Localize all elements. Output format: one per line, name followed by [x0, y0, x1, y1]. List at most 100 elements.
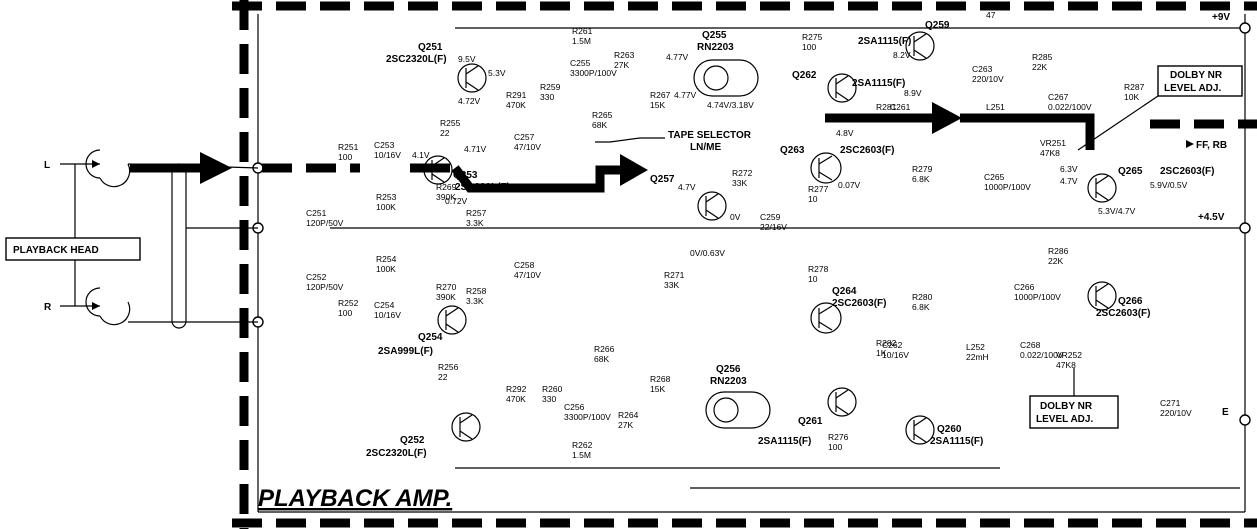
r261-ref: R261 — [572, 26, 593, 36]
q264-transistor — [810, 302, 842, 334]
q263-transistor — [810, 152, 842, 184]
q252-transistor — [451, 412, 481, 442]
c257-value: 47/10V — [514, 142, 541, 152]
c259-value: 22/16V — [760, 222, 787, 232]
c255-value: 3300P/100V — [570, 68, 617, 78]
q253-transistor — [423, 155, 453, 185]
r279-value: 6.8K — [912, 174, 930, 184]
r279-ref: R279 — [912, 164, 933, 174]
q265-part: 2SC2603(F) — [1160, 166, 1214, 177]
l252-value: 22mH — [966, 352, 989, 362]
r259-ref: R259 — [540, 82, 561, 92]
v-q259: 8.2V — [893, 50, 911, 60]
q254-transistor — [437, 305, 467, 335]
q260-part: 2SA1115(F) — [930, 436, 983, 447]
output-arrow — [1186, 140, 1194, 148]
r263-value: 27K — [614, 60, 629, 70]
q256-ref: Q256 — [716, 364, 741, 375]
v-q257-b: 0V — [730, 212, 741, 222]
v-q257-c: 0V/0.63V — [690, 248, 725, 258]
v-q255-c: 4.74V/3.18V — [707, 100, 754, 110]
playback-head-box — [5, 237, 141, 261]
r262-value: 1.5M — [572, 450, 591, 460]
l252-ref: L252 — [966, 342, 985, 352]
output-label: FF, RB — [1196, 140, 1227, 151]
r257-value: 3.3K — [466, 218, 484, 228]
r286-value: 22K — [1048, 256, 1063, 266]
head-r-symbol — [85, 287, 131, 326]
c271-ref: C271 — [1160, 398, 1181, 408]
r268-ref: R268 — [650, 374, 671, 384]
q252-ref: Q252 — [400, 435, 425, 446]
r256-ref: R256 — [438, 362, 459, 372]
r291-ref: R291 — [506, 90, 527, 100]
l251-ref: L251 — [986, 102, 1005, 112]
q255-transistor — [703, 65, 729, 91]
q261-transistor — [827, 73, 857, 103]
vr251-value: 47K8 — [1040, 148, 1060, 158]
signal-arrow-3 — [932, 102, 962, 134]
c255-ref: C255 — [570, 58, 591, 68]
c254-value: 10/16V — [374, 310, 401, 320]
c252-ref: C252 — [306, 272, 327, 282]
q262-ref: Q261 — [798, 416, 823, 427]
v-q255-b: 4.77V — [674, 90, 697, 100]
q260-transistor — [905, 415, 935, 445]
q254-ref: Q254 — [418, 332, 443, 343]
r260-value: 330 — [542, 394, 556, 404]
c268-value: 0.022/100V — [1020, 350, 1064, 360]
q255-ref: Q255 — [702, 30, 727, 41]
c265-ref: C265 — [984, 172, 1005, 182]
q266-ref: Q266 — [1118, 296, 1143, 307]
c252-value: 120P/50V — [306, 282, 344, 292]
q257-transistor — [697, 191, 727, 221]
c257-ref: C257 — [514, 132, 535, 142]
q259-part: 2SA1115(F) — [858, 36, 911, 47]
q253-part: 2SA999L(F) — [455, 182, 510, 193]
q266-transistor — [1087, 281, 1117, 311]
r258-value: 3.3K — [466, 296, 484, 306]
v-q265-a: 6.3V — [1060, 164, 1078, 174]
q263-ref: Q263 — [780, 145, 805, 156]
c262-value: 10/16V — [882, 350, 909, 360]
tape-selector-label: TAPE SELECTOR — [668, 130, 752, 141]
r269-ref: R269 — [436, 182, 457, 192]
head-l-arrow — [92, 160, 100, 168]
r271-value: 33K — [664, 280, 679, 290]
r267-ref: R267 — [650, 90, 671, 100]
title: PLAYBACK AMP. — [258, 485, 452, 512]
q255-outline — [693, 59, 759, 97]
vr252-ref: VR252 — [1056, 350, 1082, 360]
c267-ref: C267 — [1048, 92, 1069, 102]
head-r-arrow — [92, 302, 100, 310]
c261-ref: C261 — [890, 102, 911, 112]
head-shield — [171, 163, 187, 329]
terminal-e — [1239, 414, 1251, 426]
v-q265-c: 5.9V/0.5V — [1150, 180, 1188, 190]
terminal-9v — [1239, 22, 1251, 34]
c268-ref: C268 — [1020, 340, 1041, 350]
r264-ref: R264 — [618, 410, 639, 420]
r262-ref: R262 — [572, 440, 593, 450]
r257-ref: R257 — [466, 208, 487, 218]
c256-value: 3300P/100V — [564, 412, 611, 422]
r272-ref: R272 — [732, 168, 753, 178]
r286-ref: R286 — [1048, 246, 1069, 256]
v-q261: 8.9V — [904, 88, 922, 98]
r278-ref: R278 — [808, 264, 829, 274]
v-q251-c: 9.5V — [458, 54, 476, 64]
q261-ref: Q262 — [792, 70, 817, 81]
r263-ref: R263 — [614, 50, 635, 60]
r285-value: 22K — [1032, 62, 1047, 72]
q259-transistor — [905, 31, 935, 61]
r266-ref: R266 — [594, 344, 615, 354]
head-l-symbol — [85, 149, 131, 188]
r265-value: 68K — [592, 120, 607, 130]
dolby-top-line2: LEVEL ADJ. — [1164, 83, 1221, 94]
signal-path-vr251 — [1050, 113, 1095, 150]
r275-ref: R275 — [802, 32, 823, 42]
q253-ref: Q253 — [453, 170, 478, 181]
r251-ref: R251 — [338, 142, 359, 152]
c271-value: 220/10V — [1160, 408, 1192, 418]
v-q253-b: 4.1V — [412, 150, 430, 160]
